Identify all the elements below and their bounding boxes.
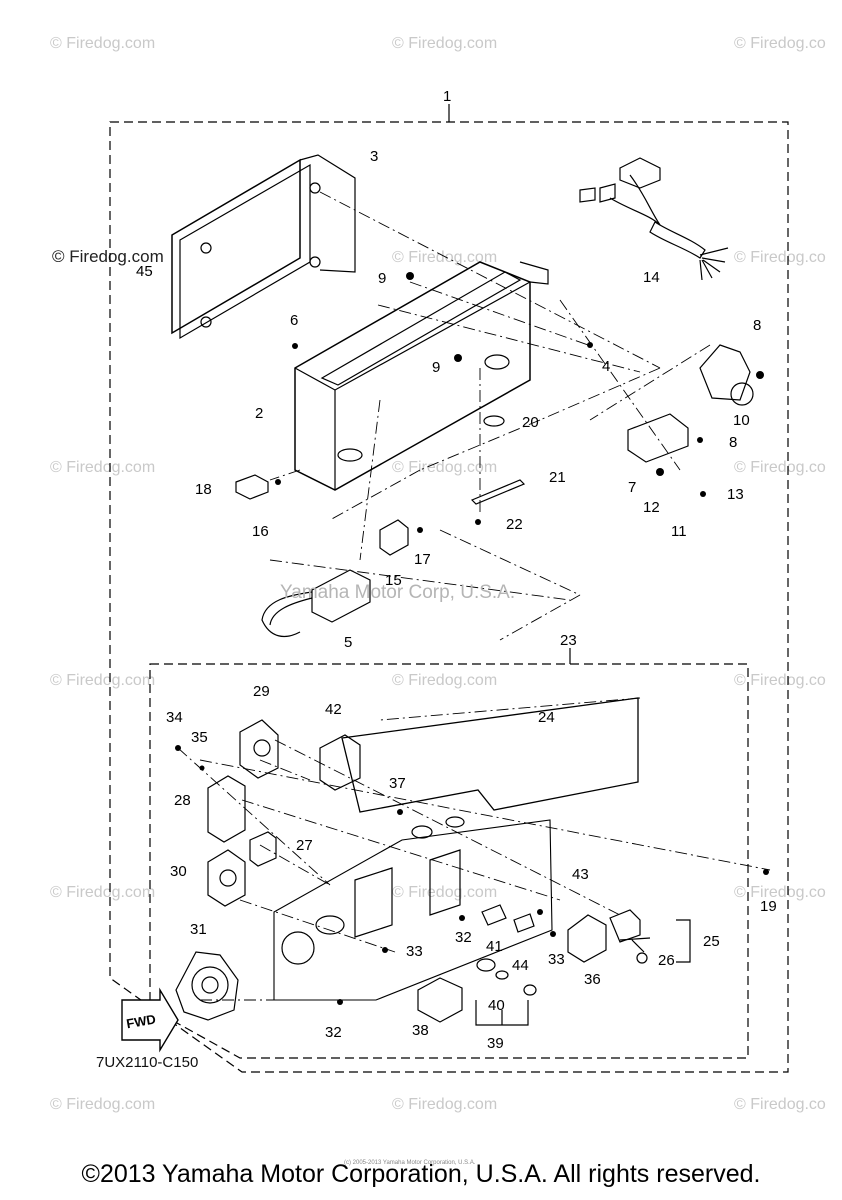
watermark: © Firedog.co [734, 672, 826, 689]
callout-37: 37 [389, 775, 406, 792]
callout-43: 43 [572, 866, 589, 883]
callout-33: 33 [406, 943, 423, 960]
watermark: © Firedog.com [50, 1096, 156, 1113]
callout-8b: 8 [729, 434, 737, 451]
callout-33b: 33 [548, 951, 565, 968]
subassembly-boundary [149, 663, 749, 1059]
callout-23: 23 [560, 632, 577, 649]
callout-9: 9 [378, 270, 386, 287]
callout-39: 39 [487, 1035, 504, 1052]
forward-arrow-icon: FWD [121, 987, 179, 1053]
watermark: © Firedog.com [392, 1096, 498, 1113]
watermark: © Firedog.co [734, 884, 826, 901]
watermark: © Firedog.com [50, 35, 156, 52]
watermark: © Firedog.co [734, 35, 826, 52]
callout-15: 15 [385, 572, 402, 589]
callout-17: 17 [414, 551, 431, 568]
control-box-2 [294, 261, 531, 491]
callout-44: 44 [512, 957, 529, 974]
callout-12: 12 [643, 499, 660, 516]
callout-9b: 9 [432, 359, 440, 376]
callout-24: 24 [538, 709, 555, 726]
watermark-firedog: © Firedog.com [52, 247, 164, 266]
callout-20: 20 [522, 414, 539, 431]
part-labels: 1 2 3 4 5 6 7 8 8 9 9 10 11 12 13 14 15 … [136, 88, 777, 1052]
callout-30: 30 [170, 863, 187, 880]
watermark: © Firedog.com [392, 35, 498, 52]
watermark: © Firedog.com [50, 884, 156, 901]
copyright-footer: ©2013 Yamaha Motor Corporation, U.S.A. A… [81, 1160, 761, 1188]
watermark: © Firedog.com [392, 672, 498, 689]
callout-16: 16 [252, 523, 269, 540]
callout-29: 29 [253, 683, 270, 700]
callout-32: 32 [455, 929, 472, 946]
watermark: © Firedog.co [734, 249, 826, 266]
watermark: © Firedog.co [734, 459, 826, 476]
callout-10: 10 [733, 412, 750, 429]
center-watermark: Yamaha Motor Corp, U.S.A. [280, 582, 516, 603]
watermark: © Firedog.com [392, 249, 498, 266]
watermark: © Firedog.co [734, 1096, 826, 1113]
callout-26: 26 [658, 952, 675, 969]
callout-3: 3 [370, 148, 378, 165]
callout-45: 45 [136, 263, 153, 280]
callout-41: 41 [486, 938, 503, 955]
callout-32b: 32 [325, 1024, 342, 1041]
callout-2: 2 [255, 405, 263, 422]
cover-plate-45 [171, 158, 301, 335]
callout-11: 11 [671, 523, 687, 540]
callout-27: 27 [296, 837, 313, 854]
callout-6: 6 [290, 312, 298, 329]
callout-13: 13 [727, 486, 744, 503]
watermark: © Firedog.com [50, 672, 156, 689]
callout-4: 4 [602, 358, 610, 375]
tiny-copyright: (c) 2005-2013 Yamaha Motor Corporation, … [344, 1160, 476, 1166]
watermark: © Firedog.com [392, 459, 498, 476]
front-panel-24 [341, 697, 639, 813]
callout-38: 38 [412, 1022, 429, 1039]
callout-14: 14 [643, 269, 660, 286]
callout-36: 36 [584, 971, 601, 988]
callout-7: 7 [628, 479, 636, 496]
callout-25: 25 [703, 933, 720, 950]
callout-19: 19 [760, 898, 777, 915]
callout-35: 35 [191, 729, 208, 746]
assembly-boundary [109, 121, 789, 1073]
callout-31: 31 [190, 921, 207, 938]
callout-1: 1 [443, 88, 451, 105]
watermark: © Firedog.com [392, 884, 498, 901]
callout-42: 42 [325, 701, 342, 718]
callout-8: 8 [753, 317, 761, 334]
callout-22: 22 [506, 516, 523, 533]
callout-21: 21 [549, 469, 566, 486]
callout-18: 18 [195, 481, 212, 498]
callout-34: 34 [166, 709, 183, 726]
callout-28: 28 [174, 792, 191, 809]
callout-40: 40 [488, 997, 505, 1014]
callout-5: 5 [344, 634, 352, 651]
fwd-label: FWD [125, 1011, 157, 1031]
watermark: © Firedog.com [50, 459, 156, 476]
diagram-code: 7UX2110-C150 [96, 1054, 199, 1071]
